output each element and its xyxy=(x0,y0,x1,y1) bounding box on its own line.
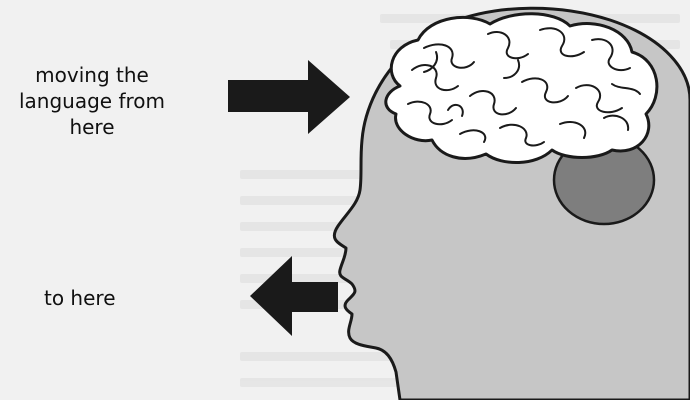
source-caption-line-2: language from xyxy=(0,88,184,114)
brain xyxy=(386,14,657,163)
destination-caption: to here xyxy=(44,285,116,311)
arrow-right-to-brain xyxy=(228,60,350,134)
source-caption-line-1: moving the xyxy=(0,62,184,88)
source-caption: moving the language from here xyxy=(0,62,184,140)
arrow-left-from-mouth xyxy=(250,256,338,336)
source-caption-line-3: here xyxy=(0,114,184,140)
